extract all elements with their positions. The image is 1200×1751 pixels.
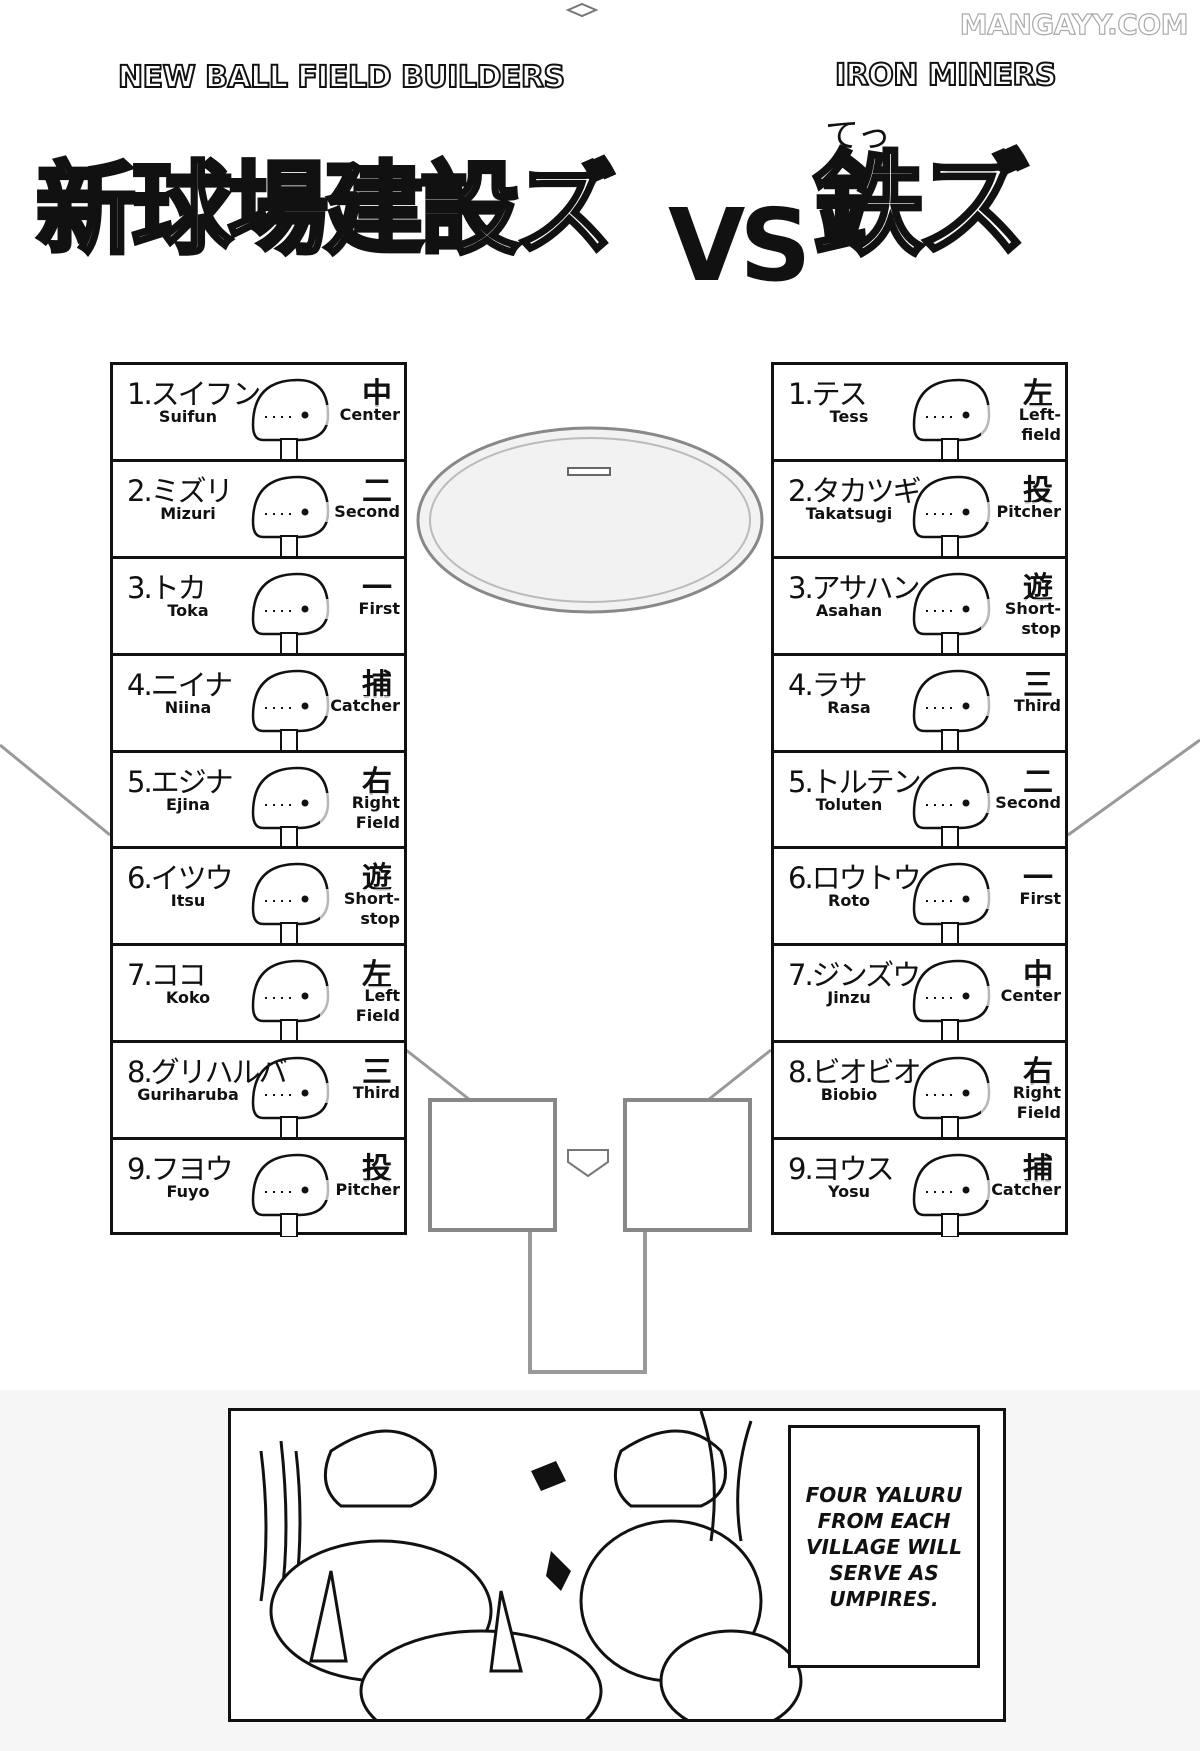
furigana-ruby: てっ — [825, 116, 891, 156]
player-name: Itsu — [170, 891, 206, 911]
pitchers-plate — [567, 467, 611, 476]
player-name: Niina — [164, 697, 212, 717]
player-name-japanese: 1.スイフン — [127, 377, 261, 411]
player-name-japanese: 6.ロウトウ — [788, 861, 922, 896]
player-name: Roto — [828, 891, 870, 911]
player-name: Guriharuba — [137, 1085, 239, 1105]
player-name-japanese: 5.トルテン — [788, 764, 922, 799]
umpires-illustration — [259, 1411, 803, 1719]
position-label: Third — [981, 695, 1061, 716]
character-portrait — [912, 766, 991, 847]
character-portrait — [251, 1153, 330, 1238]
position-label: First — [320, 598, 400, 619]
home-plate — [567, 1149, 609, 1178]
player-name-japanese: 9.ヨウス — [788, 1152, 895, 1187]
left-team-english-name: NEW BALL FIELD BUILDERS — [117, 59, 566, 96]
player-name-japanese: 7.ココ — [127, 958, 207, 993]
narration-box: FOUR YALURU FROM EACH VILLAGE WILL SERVE… — [788, 1425, 980, 1668]
right-team-english-name: IRON MINERS — [834, 57, 1058, 94]
position-label: Short-stop — [981, 598, 1061, 639]
position-label: First — [981, 889, 1061, 910]
pitchers-mound — [416, 426, 764, 614]
character-portrait — [912, 475, 991, 556]
batters-box-left — [428, 1098, 557, 1232]
player-name-japanese: 5.エジナ — [127, 764, 234, 799]
position-label: Third — [320, 1083, 400, 1104]
position-label: Pitcher — [320, 1180, 400, 1201]
catchers-box — [528, 1232, 647, 1374]
position-label: Pitcher — [981, 501, 1061, 522]
player-name-japanese: 4.ラサ — [788, 667, 868, 702]
player-name: Jinzu — [827, 988, 871, 1008]
player-name-japanese: 7.ジンズウ — [788, 958, 921, 993]
batters-box-right — [623, 1098, 752, 1232]
player-name: Ejina — [165, 794, 211, 814]
right-team-japanese-title: 鉄ズ — [810, 141, 1032, 271]
position-label: Right Field — [981, 1083, 1061, 1124]
position-label: Right Field — [320, 792, 400, 833]
position-label: Second — [320, 501, 400, 522]
versus-label: VS — [668, 187, 811, 304]
character-portrait — [912, 669, 991, 750]
left-team-japanese-title: 新球場建設ズ — [34, 151, 618, 268]
player-name-japanese: 6.イツウ — [127, 861, 234, 896]
position-label: Short-stop — [320, 889, 400, 930]
narration-text: FOUR YALURU FROM EACH VILLAGE WILL SERVE… — [805, 1482, 963, 1611]
player-name: Toluten — [815, 794, 883, 814]
character-portrait — [251, 572, 330, 653]
player-name-japanese: 2.ミズリ — [127, 473, 234, 508]
position-label: Center — [320, 405, 400, 425]
position-label: Left-field — [981, 405, 1061, 445]
player-name-japanese: 1.テス — [788, 377, 868, 411]
position-label: Catcher — [320, 695, 400, 716]
player-name: Rasa — [827, 697, 871, 717]
player-name: Fuyo — [166, 1182, 210, 1202]
player-name-japanese: 3.アサハン — [788, 570, 921, 605]
player-name: Asahan — [815, 600, 883, 620]
player-name-japanese: 4.ニイナ — [127, 667, 233, 702]
player-name: Yosu — [827, 1182, 871, 1202]
player-name-japanese: 2.タカツギ — [788, 473, 922, 508]
watermark: MANGAYY.COM — [959, 7, 1189, 41]
player-name: Koko — [165, 988, 211, 1008]
player-name: Tess — [829, 407, 869, 426]
player-name: Toka — [167, 600, 209, 620]
position-label: Left Field — [320, 986, 400, 1027]
player-name-japanese: 8.ビオビオ — [788, 1055, 922, 1090]
player-name: Mizuri — [160, 503, 216, 523]
player-name: Takatsugi — [805, 503, 893, 523]
position-label: Second — [981, 792, 1061, 813]
player-name: Biobio — [820, 1085, 878, 1105]
second-base — [565, 2, 599, 18]
player-name: Suifun — [158, 407, 218, 426]
player-name-japanese: 8.グリハルバ — [127, 1055, 288, 1090]
position-label: Center — [981, 986, 1061, 1007]
player-name-japanese: 3.トカ — [127, 570, 207, 605]
position-label: Catcher — [981, 1180, 1061, 1201]
player-name-japanese: 9.フヨウ — [127, 1152, 234, 1187]
